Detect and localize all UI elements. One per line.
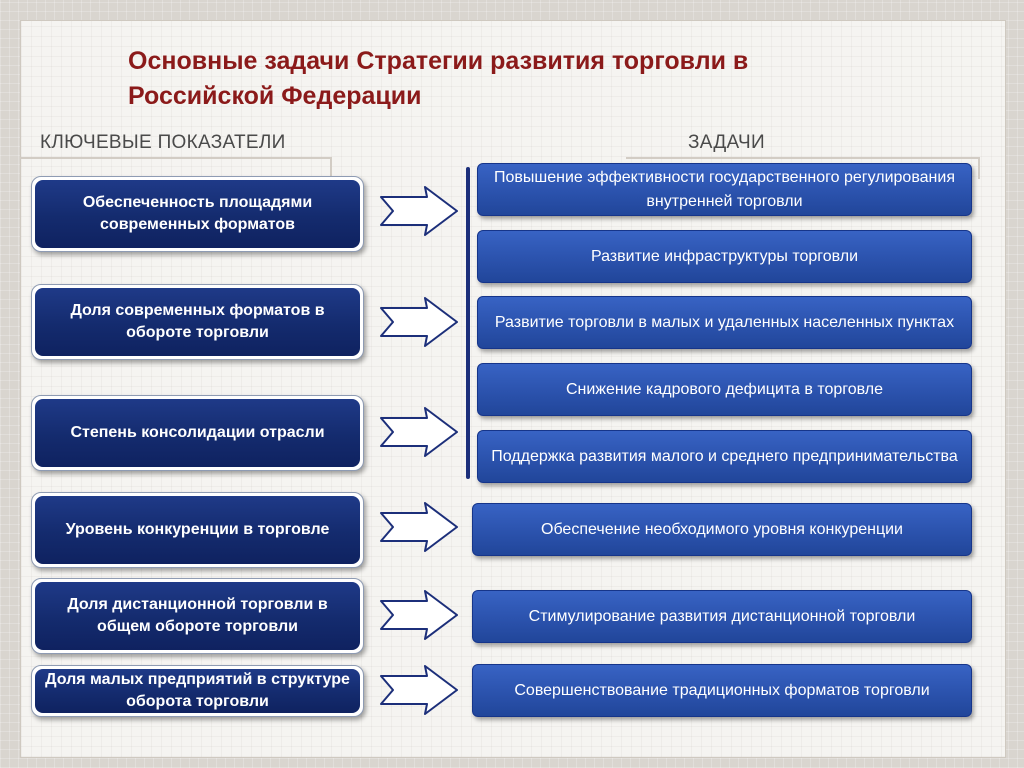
tasks-header: ЗАДАЧИ <box>688 132 765 153</box>
indicator-label-5: Доля дистанционной торговли в общем обор… <box>35 582 360 650</box>
arrow-icon-4 <box>380 502 458 552</box>
indicator-label-4: Уровень конкуренции в торговле <box>35 496 360 564</box>
slide-title: Основные задачи Стратегии развития торго… <box>128 47 749 110</box>
arrow-icon-2 <box>380 297 458 347</box>
indicator-box-6: Доля малых предприятий в структуре оборо… <box>31 665 364 717</box>
indicator-box-3: Степень консолидации отрасли <box>31 395 364 471</box>
indicator-label-6: Доля малых предприятий в структуре оборо… <box>35 669 360 713</box>
indicator-box-4: Уровень конкуренции в торговле <box>31 492 364 568</box>
indicator-label-3: Степень консолидации отрасли <box>35 399 360 467</box>
task-box-3: Развитие торговли в малых и удаленных на… <box>477 296 972 349</box>
indicator-box-1: Обеспеченность площадями современных фор… <box>31 176 364 252</box>
task-box-4: Снижение кадрового дефицита в торговле <box>477 363 972 416</box>
task-box-8: Совершенствование традиционных форматов … <box>472 664 972 717</box>
arrow-icon-5 <box>380 590 458 640</box>
group-connector-bar <box>466 167 470 479</box>
indicator-label-2: Доля современных форматов в обороте торг… <box>35 288 360 356</box>
header-rule-right <box>626 157 980 179</box>
header-rule-left <box>20 157 332 179</box>
indicator-box-5: Доля дистанционной торговли в общем обор… <box>31 578 364 654</box>
task-box-6: Обеспечение необходимого уровня конкурен… <box>472 503 972 556</box>
arrow-icon-6 <box>380 665 458 715</box>
task-box-1: Повышение эффективности государственного… <box>477 163 972 216</box>
indicators-header: КЛЮЧЕВЫЕ ПОКАЗАТЕЛИ <box>40 132 286 153</box>
arrow-icon-1 <box>380 186 458 236</box>
arrow-icon-3 <box>380 407 458 457</box>
task-box-5: Поддержка развития малого и среднего пре… <box>477 430 972 483</box>
task-box-7: Стимулирование развития дистанционной то… <box>472 590 972 643</box>
indicator-box-2: Доля современных форматов в обороте торг… <box>31 284 364 360</box>
indicator-label-1: Обеспеченность площадями современных фор… <box>35 180 360 248</box>
task-box-2: Развитие инфраструктуры торговли <box>477 230 972 283</box>
